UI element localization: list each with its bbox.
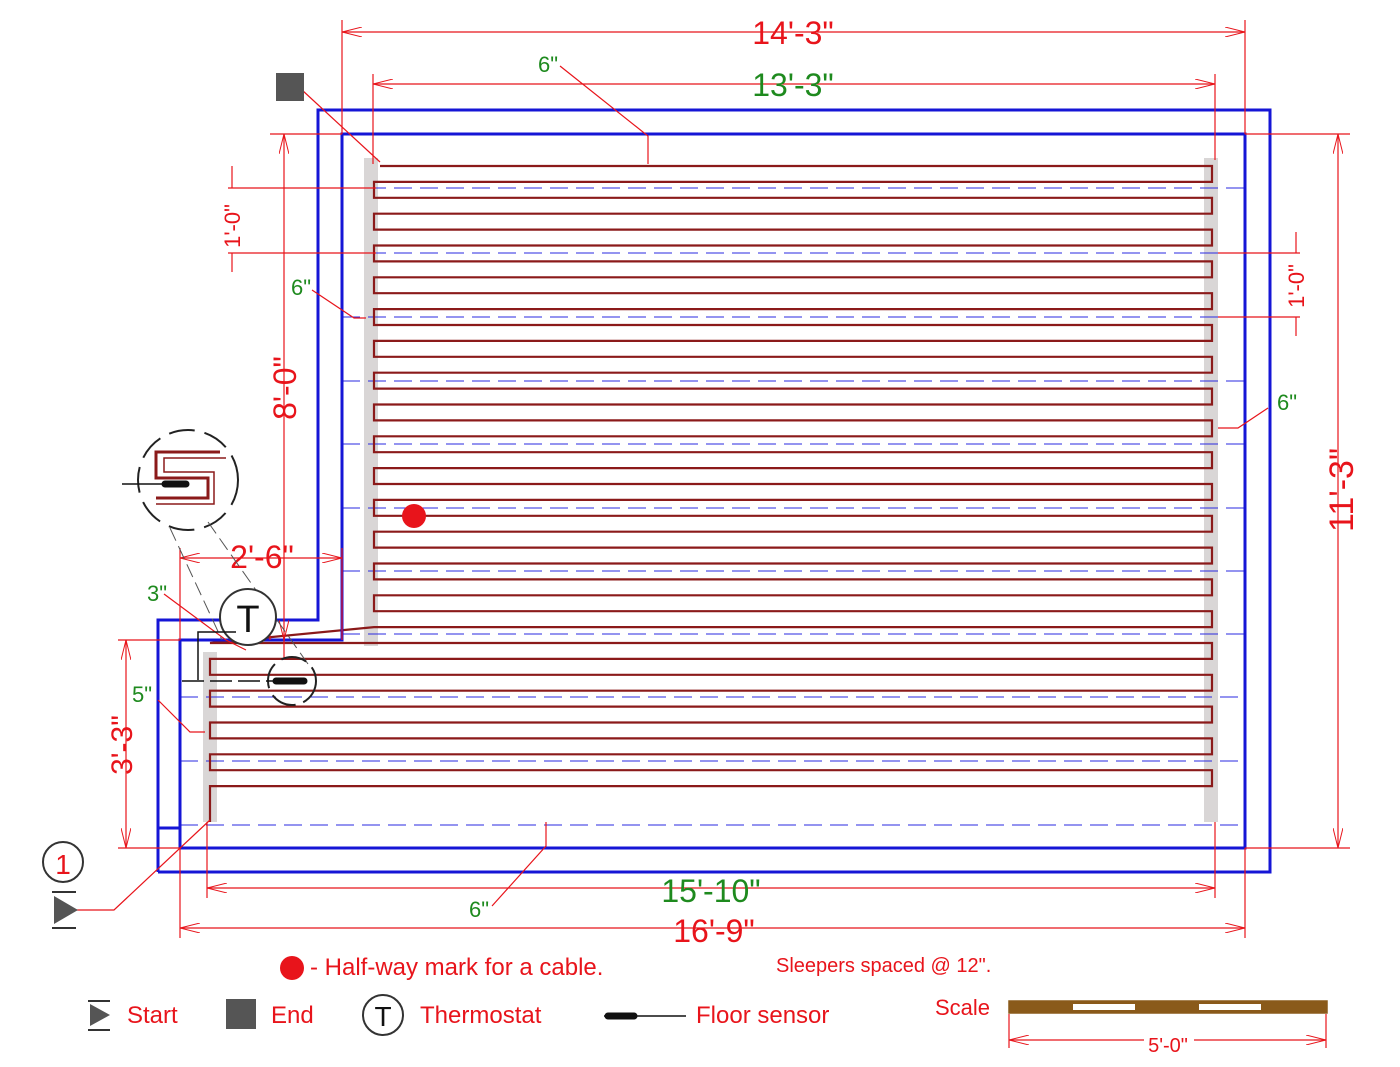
legend-thermostat-label: Thermostat xyxy=(420,1002,542,1029)
dim-offset-notch: 3" xyxy=(147,581,167,606)
scale-bar xyxy=(1008,1000,1328,1014)
dimension-lines xyxy=(118,20,1350,938)
floor-sensor-symbol xyxy=(182,656,317,706)
start-marker-number: 1 xyxy=(55,849,71,880)
dim-outer-width: 14'-3" xyxy=(752,15,834,51)
sleeper-lines xyxy=(180,187,1245,826)
legend: - Half-way mark for a cable. Sleepers sp… xyxy=(88,954,1328,1057)
dimension-labels: 14'-3" 13'-3" 15'-10" 16'-9" 11'-3" 8'-0… xyxy=(106,15,1361,949)
legend-sleepers-text: Sleepers spaced @ 12". xyxy=(776,955,991,977)
room-walls xyxy=(156,108,1272,874)
heating-cable xyxy=(208,164,1214,822)
cable-run xyxy=(208,164,1214,822)
start-triangle-icon xyxy=(54,896,78,924)
dim-upper-height: 8'-0" xyxy=(267,356,303,420)
legend-scale-value: 5'-0" xyxy=(1148,1035,1188,1057)
legend-start-label: Start xyxy=(127,1002,178,1029)
dim-offset-left-upper: 6" xyxy=(291,275,311,300)
legend-end-square-icon xyxy=(226,999,256,1029)
dim-sleeper-right: 1'-0" xyxy=(1284,264,1309,308)
start-marker: 1 xyxy=(42,841,84,929)
dim-right-height: 11'-3" xyxy=(1323,448,1361,532)
legend-start-triangle-icon xyxy=(90,1004,110,1026)
dim-inner-width: 13'-3" xyxy=(752,67,834,103)
legend-halfway-dot-icon xyxy=(280,956,304,980)
thermostat-symbol: T xyxy=(197,588,277,680)
dim-offset-right: 6" xyxy=(1277,390,1297,415)
dim-notch-width: 2'-6" xyxy=(230,539,294,575)
dim-bottom-inner-width: 15'-10" xyxy=(661,873,760,909)
dim-sleeper-left: 1'-0" xyxy=(220,204,245,248)
thermostat-letter: T xyxy=(236,599,259,641)
dim-bottom-outer-width: 16'-9" xyxy=(673,913,755,949)
legend-thermostat-icon xyxy=(362,994,404,1036)
dim-offset-left-lower: 5" xyxy=(132,682,152,707)
legend-end-label: End xyxy=(271,1002,314,1029)
leader-lines xyxy=(74,65,1269,911)
legend-halfway-text: - Half-way mark for a cable. xyxy=(310,954,603,981)
dim-lower-height: 3'-3" xyxy=(106,715,139,775)
halfway-dot-icon xyxy=(402,504,426,528)
legend-scale-label: Scale xyxy=(935,995,990,1020)
dim-offset-bottom: 6" xyxy=(469,897,489,922)
dim-offset-top: 6" xyxy=(538,52,558,77)
end-marker-icon xyxy=(276,73,304,101)
legend-thermostat-letter: T xyxy=(374,1001,391,1032)
legend-sensor-label: Floor sensor xyxy=(696,1002,829,1029)
